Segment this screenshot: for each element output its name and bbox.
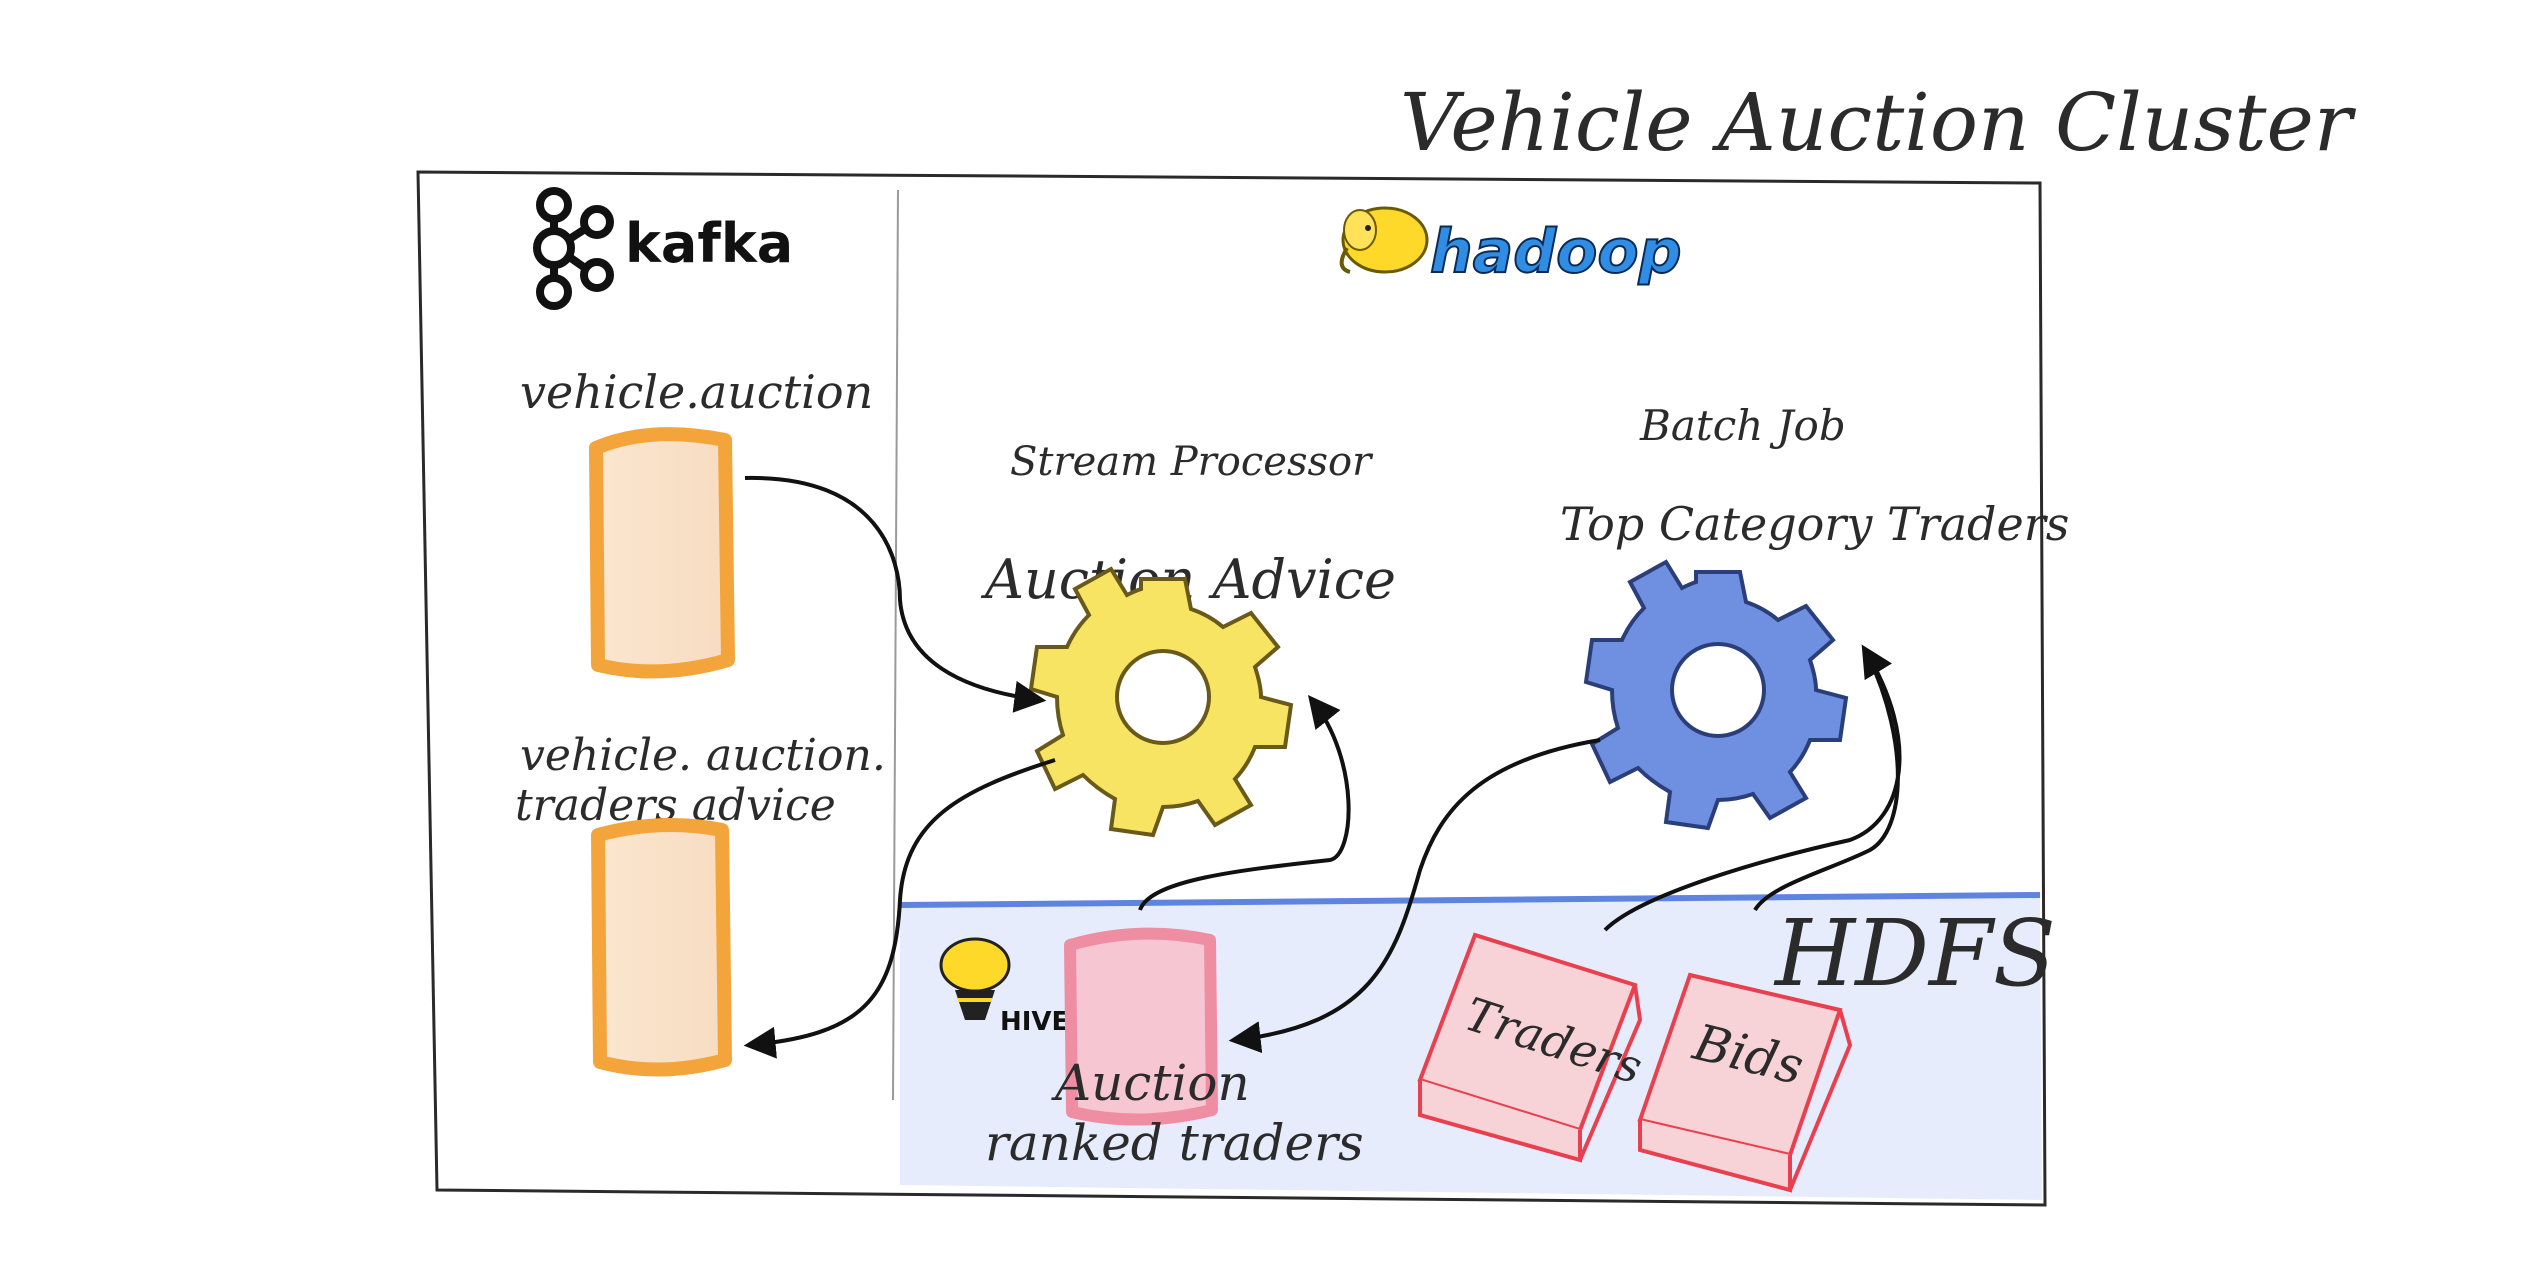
- topic-traders-advice-label-line1: vehicle. auction.: [520, 730, 886, 781]
- stream-processor-caption: Stream Processor: [1010, 439, 1374, 485]
- hdfs-file-traders[interactable]: Traders: [1417, 932, 1649, 1163]
- arrow-hive-to-stream: [1138, 694, 1351, 911]
- kafka-logo: kafka: [533, 187, 793, 310]
- kafka-logo-text: kafka: [625, 212, 793, 275]
- arrow-batch-to-hive: [1228, 738, 1601, 1054]
- flow-arrows: [743, 475, 1902, 1059]
- hadoop-logo-text: hadoop: [1430, 217, 1682, 287]
- hadoop-logo: hadoop: [1339, 206, 1683, 288]
- hdfs-label: HDFS: [1773, 900, 2056, 1007]
- hive-logo-text: HIVE: [1000, 1007, 1069, 1037]
- arrow-bids-to-batch: [1753, 654, 1900, 912]
- hdfs-band-edge: [899, 892, 2041, 908]
- topic-vehicle-auction[interactable]: [589, 427, 735, 679]
- diagram-title: Vehicle Auction Cluster: [1400, 76, 2357, 169]
- auction-ranked-traders-table[interactable]: [1064, 927, 1218, 1126]
- gear-icon: [1028, 566, 1294, 838]
- gear-icon: [1583, 559, 1849, 831]
- auction-advice-gear[interactable]: [1028, 566, 1294, 838]
- arrow-traders-to-batch: [1603, 644, 1902, 932]
- topic-traders-advice[interactable]: [591, 818, 732, 1077]
- section-divider: [892, 189, 899, 1101]
- hive-table-label-line1: Auction: [1051, 1054, 1250, 1112]
- hive-table-label-line2: ranked traders: [985, 1114, 1364, 1172]
- arrow-stream-to-advice-topic: [743, 758, 1056, 1059]
- elephant-icon: [1339, 206, 1429, 274]
- top-category-traders-gear[interactable]: [1583, 559, 1849, 831]
- bee-icon: [939, 937, 1011, 1020]
- arrow-topic-to-stream: [744, 475, 1047, 713]
- topic-vehicle-auction-label: vehicle.auction: [520, 365, 873, 419]
- batch-job-caption: Batch Job: [1639, 401, 1846, 450]
- hive-logo: HIVE: [939, 937, 1069, 1037]
- cluster-frame: [416, 170, 2047, 1207]
- kafka-icon: [533, 187, 614, 310]
- batch-job-name: Top Category Traders: [1560, 497, 2069, 551]
- hdfs-file-bids[interactable]: Bids: [1637, 972, 1853, 1193]
